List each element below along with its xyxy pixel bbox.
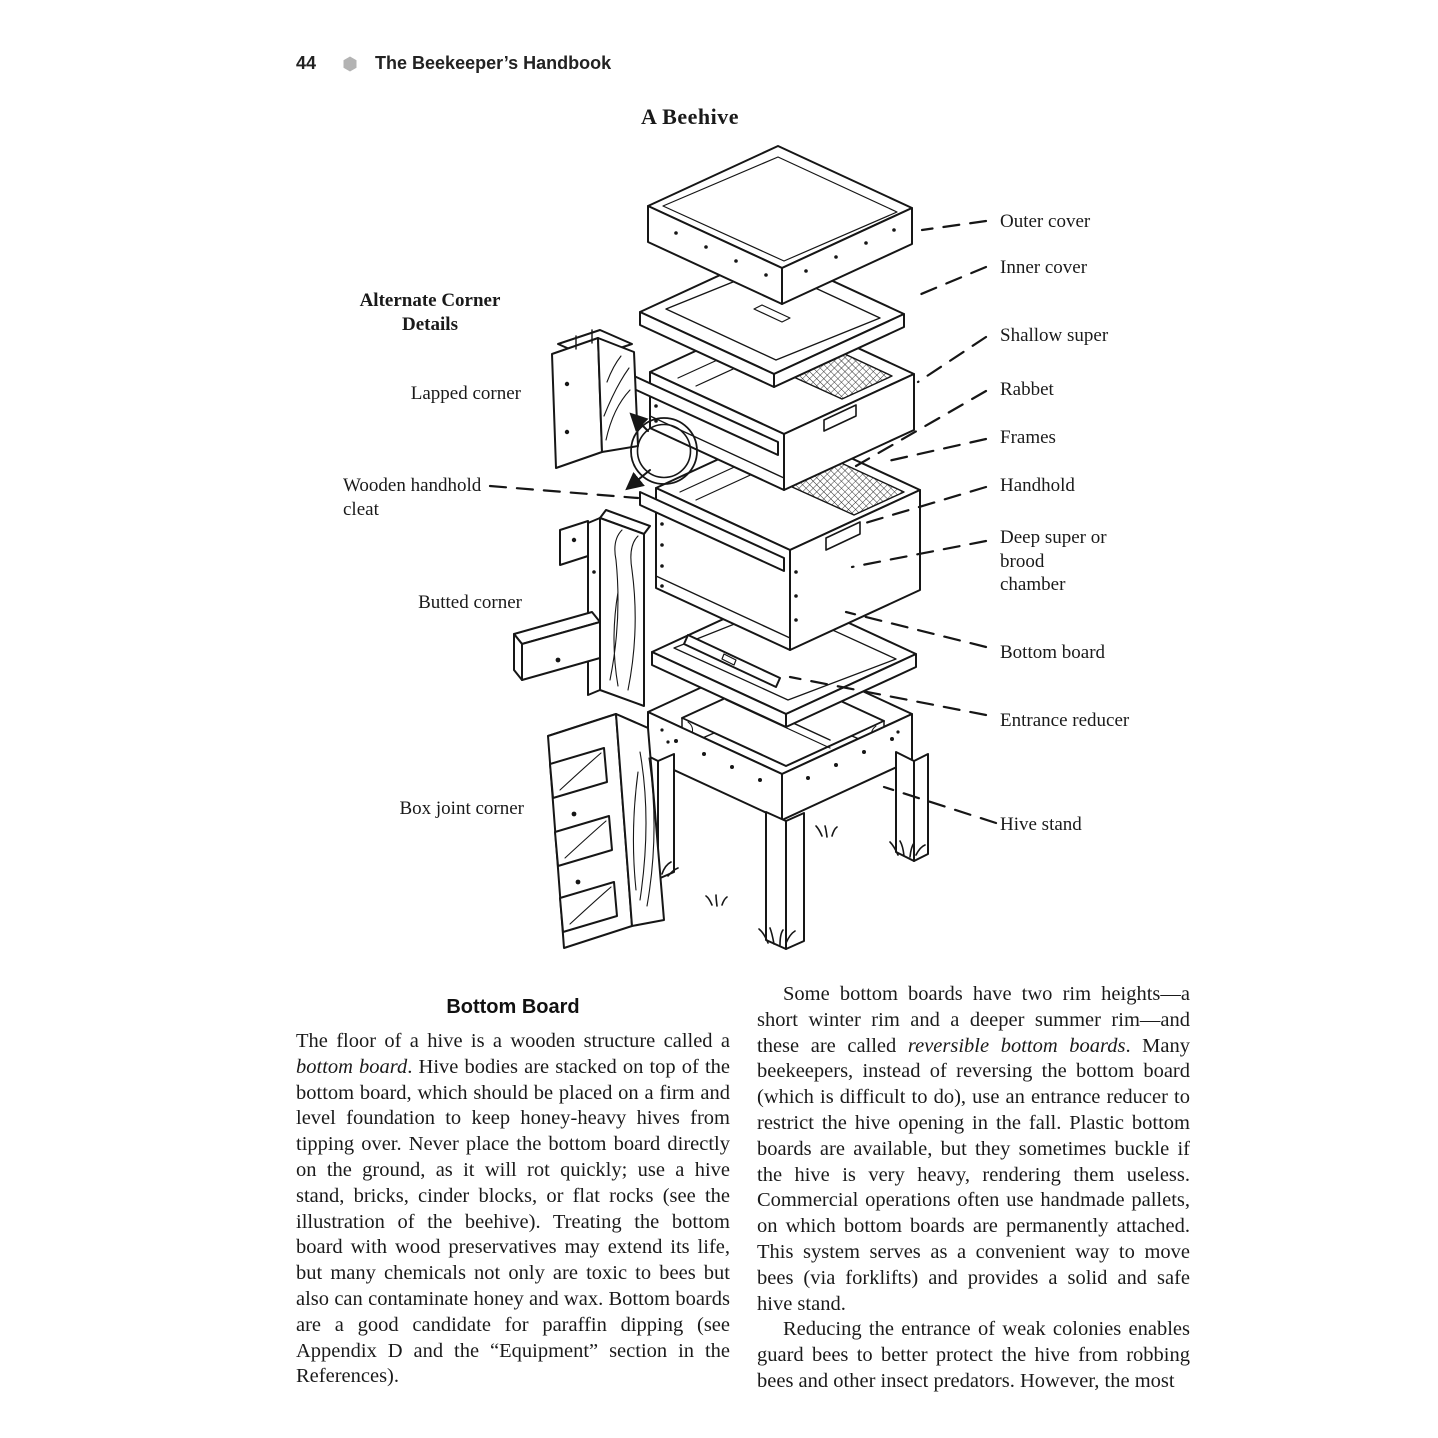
lapped-corner-detail	[551, 329, 639, 469]
bottom-board-part	[651, 591, 917, 728]
entrance-reducer-part	[683, 634, 781, 688]
leader-inner-cover	[912, 265, 988, 299]
paragraph: Reducing the entrance of weak colonies e…	[757, 1318, 1190, 1392]
label-lapped-corner: Lapped corner	[410, 383, 521, 404]
leader-bottom-board	[844, 610, 988, 649]
leader-hive-stand	[882, 785, 998, 825]
handhold-slot	[825, 521, 861, 551]
leader-rabbet	[854, 389, 988, 468]
butted-corner-detail	[513, 509, 651, 707]
label-inner-cover: Inner cover	[1000, 257, 1088, 278]
label-bottom-board: Bottom board	[1000, 642, 1106, 663]
paragraph: Some bottom boards have two rim heights—…	[757, 983, 1191, 1315]
detail-circle	[625, 412, 698, 491]
leader-handhold	[860, 485, 988, 526]
label-butted-corner: Butted corner	[418, 592, 522, 613]
label-deep-super: Deep super or brood chamber	[1000, 527, 1107, 595]
paragraph: The floor of a hive is a wooden structur…	[296, 1030, 730, 1388]
label-entrance-reducer: Entrance reducer	[1000, 710, 1130, 731]
wooden-handhold-cleat-part	[639, 491, 785, 572]
label-alternate-corner-details: Alternate Corner Details	[359, 290, 501, 335]
label-box-joint-corner: Box joint corner	[399, 798, 524, 819]
leader-frames	[886, 437, 988, 463]
leader-outer-cover	[920, 219, 988, 232]
label-outer-cover: Outer cover	[1000, 211, 1091, 232]
figure-title: A Beehive	[641, 104, 739, 129]
leader-shallow-super	[916, 335, 988, 384]
box-joint-corner-detail	[547, 713, 665, 949]
outer-cover-part	[647, 145, 913, 305]
leader-wooden-handhold-cleat	[488, 484, 640, 500]
beehive-illustration	[488, 145, 998, 950]
book-title: The Beekeeper’s Handbook	[375, 53, 612, 73]
page-header: 44 The Beekeeper’s Handbook	[296, 53, 611, 74]
label-hive-stand: Hive stand	[1000, 814, 1082, 835]
page-number: 44	[296, 53, 317, 73]
label-handhold: Handhold	[1000, 475, 1075, 496]
leader-deep-super	[850, 539, 988, 569]
right-text-column: Some bottom boards have two rim heights—…	[757, 982, 1190, 1395]
section-heading: Bottom Board	[446, 995, 580, 1018]
label-rabbet: Rabbet	[1000, 379, 1054, 400]
label-shallow-super: Shallow super	[1000, 325, 1109, 346]
leader-entrance-reducer	[788, 675, 988, 717]
nail-dots	[660, 728, 900, 782]
inner-cover-part	[639, 251, 905, 388]
left-text-column: The floor of a hive is a wooden structur…	[296, 1029, 730, 1390]
leader-lines	[488, 219, 998, 825]
label-frames: Frames	[1000, 427, 1056, 448]
label-wooden-handhold-cleat: Wooden handhold cleat	[343, 475, 482, 520]
hexagon-icon	[342, 56, 358, 72]
beehive-figure: A Beehive Alternate Corner Details Lappe…	[343, 104, 1130, 950]
